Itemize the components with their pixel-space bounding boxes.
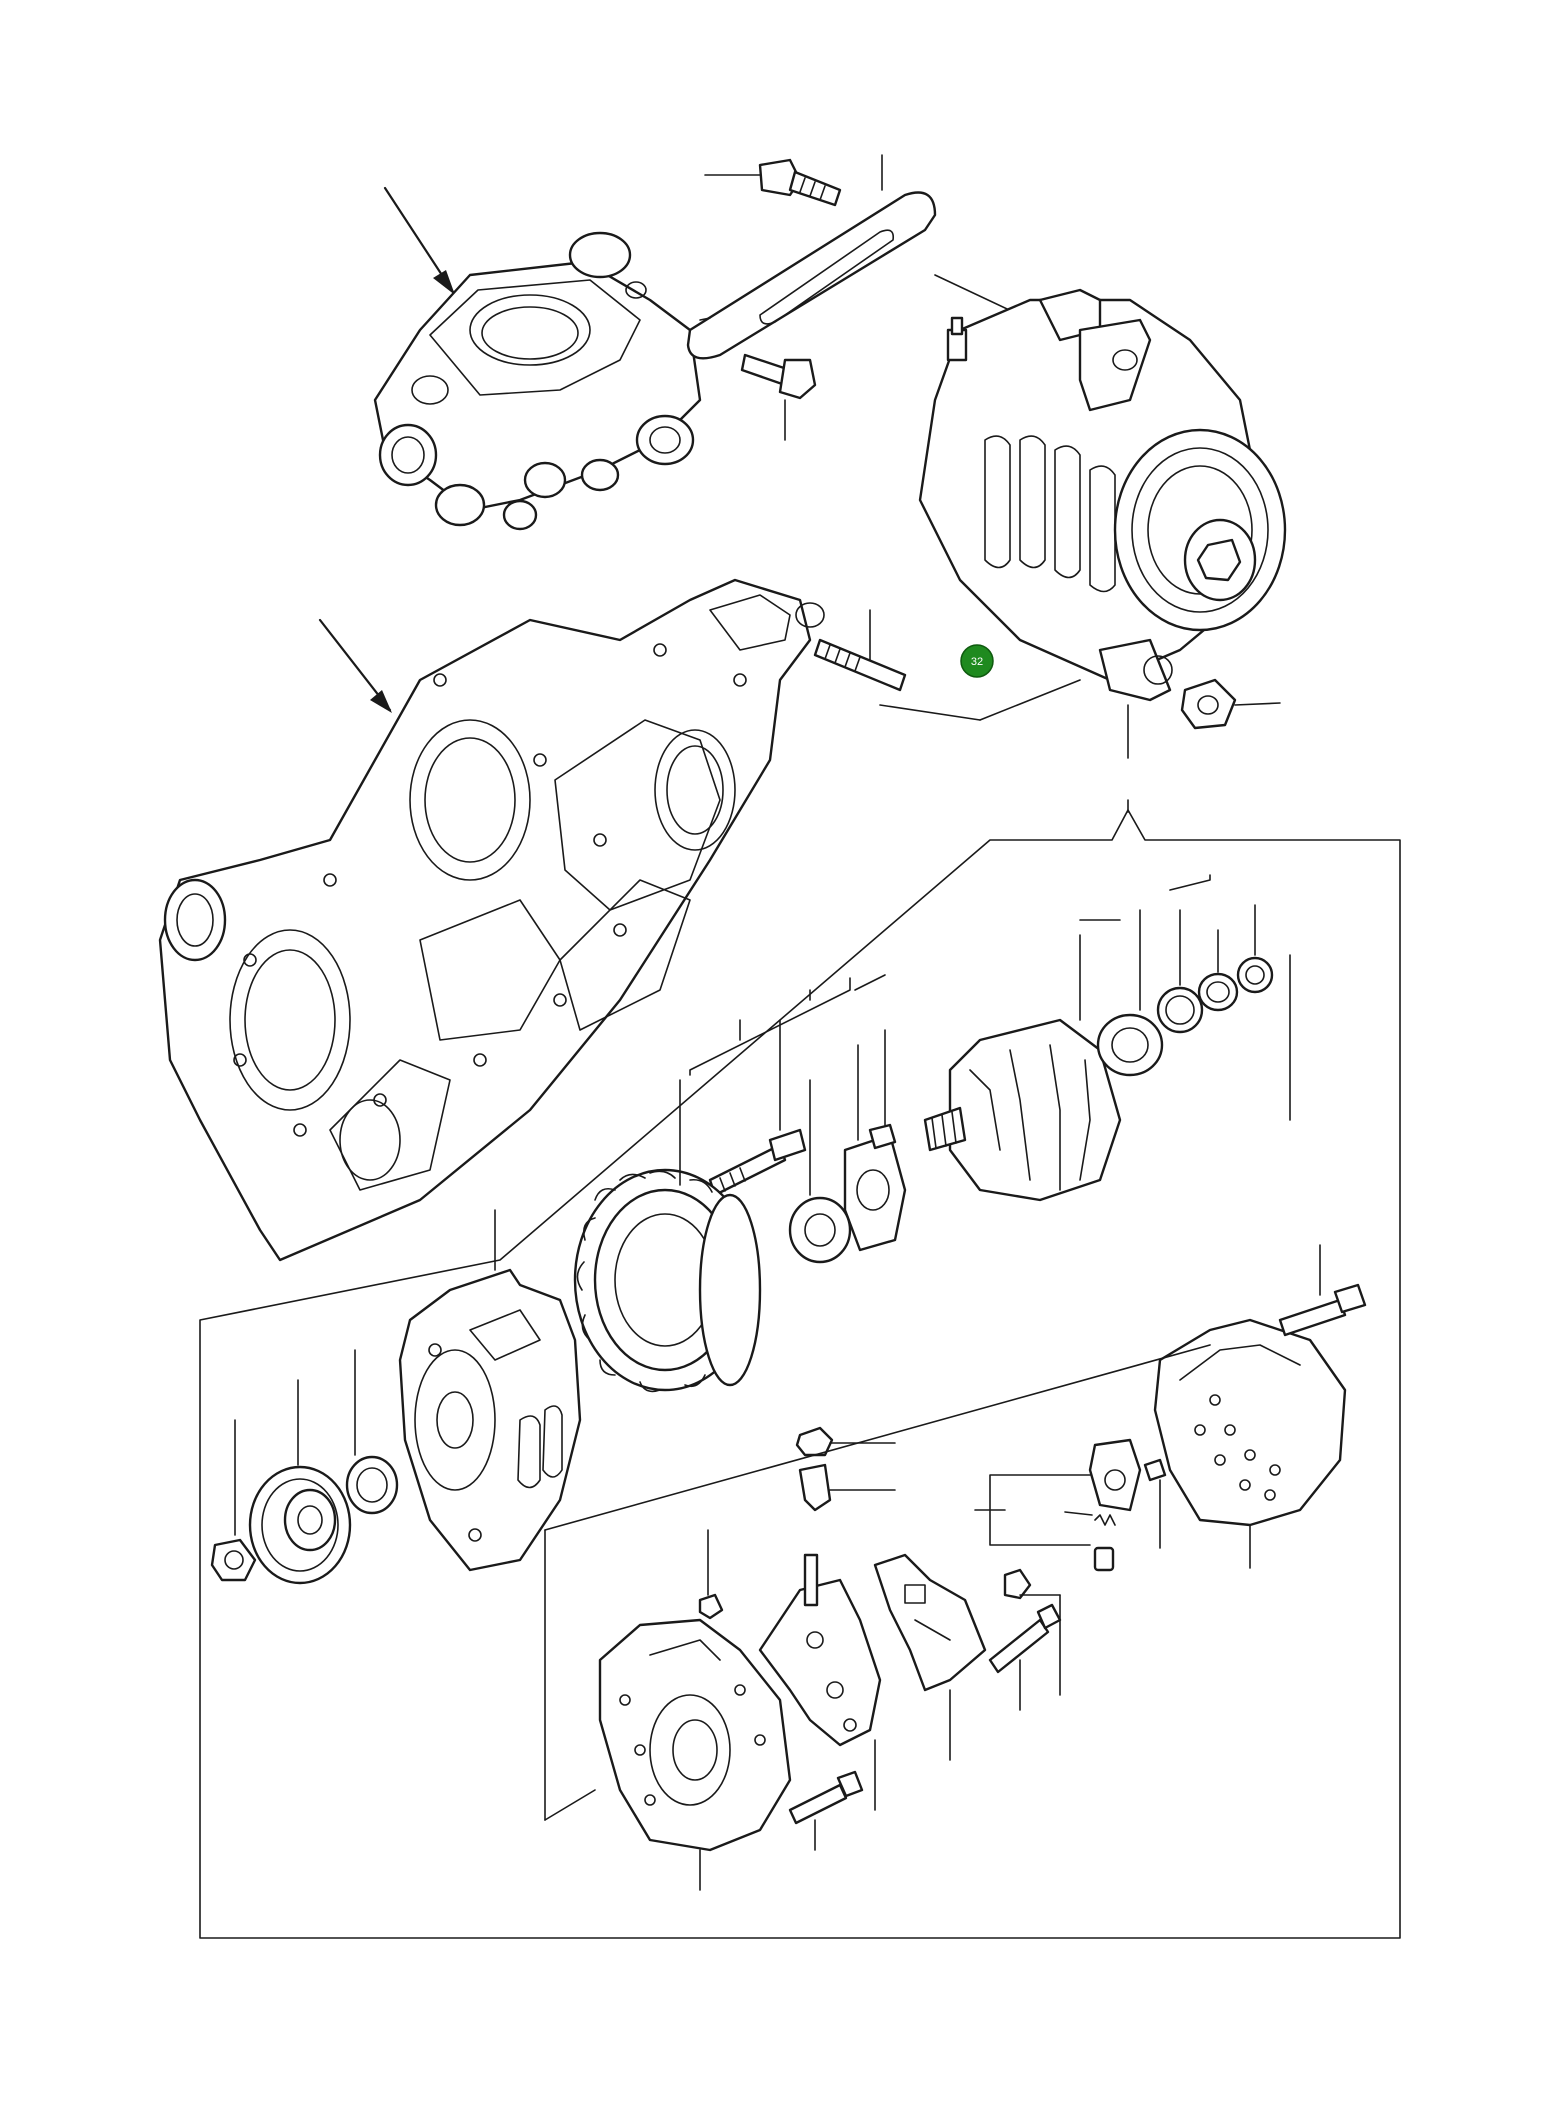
carbon-brush bbox=[1093, 1546, 1115, 1572]
through-stud bbox=[708, 1019, 807, 1197]
regulator-screw bbox=[988, 1603, 1062, 1711]
rotor-assembly bbox=[923, 1018, 1122, 1202]
rear-end-cover bbox=[1153, 1318, 1347, 1569]
case-arrowhead bbox=[370, 690, 392, 713]
spacer-ring-1 bbox=[1156, 909, 1204, 1034]
rectifier-assembly bbox=[758, 1553, 882, 1811]
callout-badge-32[interactable]: 32 bbox=[960, 644, 994, 678]
brush-holder-leaders bbox=[974, 1474, 1093, 1546]
mounting-nut bbox=[1180, 678, 1281, 730]
rear-housing-bolt bbox=[788, 1770, 864, 1851]
stator bbox=[573, 1079, 762, 1393]
washer-2 bbox=[1236, 904, 1274, 994]
mounting-stud bbox=[813, 609, 907, 692]
alternator-assembly bbox=[879, 274, 1287, 759]
rear-group-leaders bbox=[544, 1344, 1211, 1821]
thermostat-housing bbox=[373, 186, 702, 531]
ic-regulator bbox=[873, 1553, 987, 1761]
adjusting-bracket bbox=[686, 154, 937, 360]
rectifier-nut bbox=[698, 1529, 724, 1620]
exploded-view-frame bbox=[199, 799, 1401, 1939]
retainer-screw bbox=[868, 1029, 897, 1150]
terminal-nut bbox=[795, 1426, 896, 1457]
rear-bearing bbox=[788, 1079, 852, 1264]
callout-circle[interactable] bbox=[960, 644, 994, 678]
pulley-nut bbox=[210, 1419, 257, 1582]
cover-group-leaders bbox=[689, 974, 886, 1076]
brush-spring bbox=[1094, 1514, 1116, 1526]
brush-holder bbox=[1088, 1438, 1167, 1549]
housing-arrowhead bbox=[433, 270, 455, 295]
washer-1 bbox=[1197, 929, 1239, 1012]
rotor-group-leaders bbox=[1079, 874, 1291, 1121]
pulley-spacer bbox=[345, 1349, 399, 1515]
rear-cover-bolt bbox=[1278, 1244, 1367, 1337]
callout-label[interactable]: 32 bbox=[971, 656, 983, 668]
rear-housing bbox=[598, 1618, 792, 1891]
bracket-bolt bbox=[740, 353, 817, 441]
drive-pulley bbox=[248, 1379, 352, 1585]
regulator-nut bbox=[1003, 1568, 1061, 1696]
front-housing bbox=[398, 1209, 582, 1572]
terminal-insulator bbox=[798, 1463, 896, 1512]
bearing-front bbox=[1096, 909, 1164, 1077]
adjust-bolt-top bbox=[704, 158, 842, 207]
timing-gear-case bbox=[158, 578, 825, 1262]
